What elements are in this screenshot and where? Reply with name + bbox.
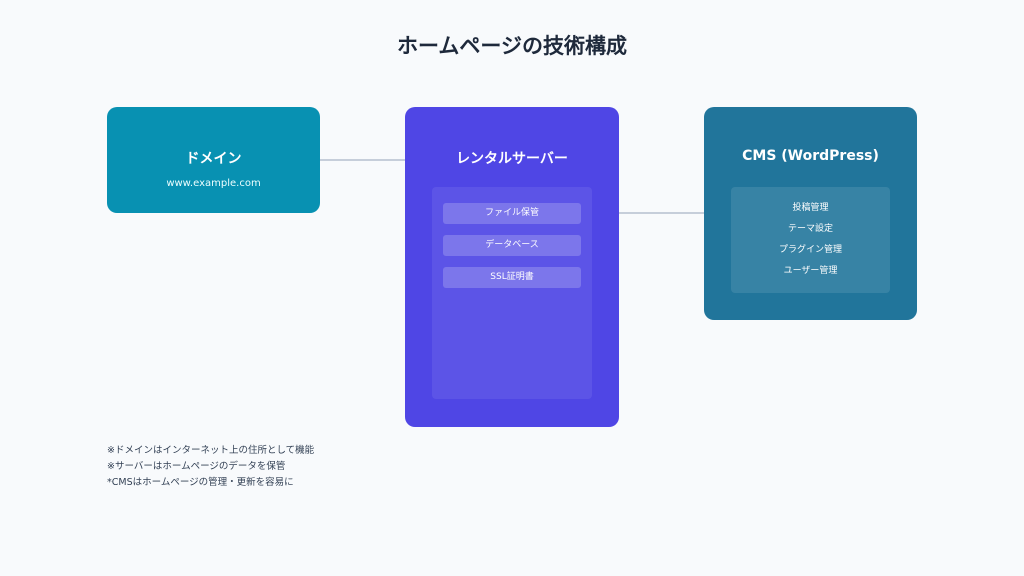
server-item-file-storage: ファイル保管 bbox=[443, 203, 581, 224]
cms-item-plugins: プラグイン管理 bbox=[778, 245, 842, 255]
cms-title: CMS (WordPress) bbox=[742, 148, 879, 164]
server-inner-panel: ファイル保管 データベース SSL証明書 bbox=[432, 187, 592, 399]
cms-item-posts: 投稿管理 bbox=[792, 203, 829, 213]
server-box: レンタルサーバー ファイル保管 データベース SSL証明書 bbox=[405, 107, 619, 427]
domain-title: ドメイン bbox=[185, 151, 242, 167]
cms-box: CMS (WordPress) 投稿管理 テーマ設定 プラグイン管理 ユーザー管… bbox=[704, 107, 917, 320]
server-title: レンタルサーバー bbox=[456, 151, 568, 167]
notes: ※ドメインはインターネット上の住所として機能 ※サーバーはホームページのデータを… bbox=[107, 443, 314, 491]
cms-item-users: ユーザー管理 bbox=[783, 266, 838, 276]
server-item-ssl: SSL証明書 bbox=[443, 267, 581, 288]
cms-item-theme: テーマ設定 bbox=[787, 224, 833, 234]
domain-box: ドメイン www.example.com bbox=[107, 107, 320, 213]
note-domain: ※ドメインはインターネット上の住所として機能 bbox=[107, 445, 315, 456]
domain-subtitle: www.example.com bbox=[166, 178, 261, 189]
server-item-database: データベース bbox=[443, 235, 581, 256]
note-cms: *CMSはホームページの管理・更新を容易に bbox=[107, 477, 294, 488]
page-title: ホームページの技術構成 bbox=[397, 34, 627, 58]
note-server: ※サーバーはホームページのデータを保管 bbox=[107, 461, 286, 472]
cms-inner-panel: 投稿管理 テーマ設定 プラグイン管理 ユーザー管理 bbox=[731, 187, 890, 293]
